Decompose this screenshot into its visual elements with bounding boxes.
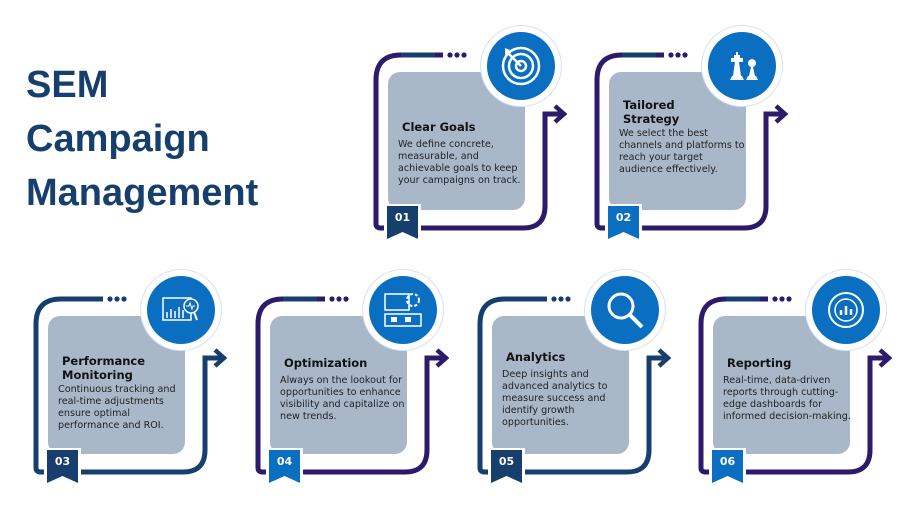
- step-number-badge: 02: [605, 204, 642, 244]
- step-title: Clear Goals: [402, 120, 476, 134]
- title-line: Management: [26, 172, 259, 214]
- dot: [336, 296, 342, 302]
- step-number-badge: 06: [709, 448, 746, 488]
- dot: [461, 52, 467, 58]
- step-number-badge: 01: [384, 204, 421, 244]
- dot: [329, 296, 335, 302]
- dot: [675, 52, 681, 58]
- step-number-badge: 04: [266, 448, 303, 488]
- step-number: 06: [719, 455, 736, 468]
- dot: [551, 296, 557, 302]
- dot: [107, 296, 113, 302]
- step-card-05: Analytics Deep insights and advanced ana…: [477, 269, 677, 496]
- frame-arrow: [594, 52, 789, 231]
- card-body: Reporting Real-time, data-driven reports…: [713, 316, 851, 454]
- step-description: We define concrete, measurable, and achi…: [398, 139, 521, 186]
- icon-circle: [140, 269, 222, 351]
- dot: [343, 296, 349, 302]
- step-description: Real-time, data-driven reports through c…: [723, 375, 851, 422]
- dot: [565, 296, 571, 302]
- dot: [779, 296, 785, 302]
- step-number: 03: [54, 455, 71, 468]
- page-title: SEM Campaign Management: [26, 58, 258, 220]
- dot: [786, 296, 792, 302]
- dot: [121, 296, 127, 302]
- icon-circle: [701, 25, 783, 107]
- dot: [668, 52, 674, 58]
- step-card-01: Clear Goals We define concrete, measurab…: [373, 25, 573, 252]
- step-number: 04: [276, 455, 293, 468]
- step-card-04: Optimization Always on the lookout for o…: [255, 269, 455, 496]
- icon-circle: [362, 269, 444, 351]
- report-chart-icon: [828, 292, 864, 328]
- step-title: Optimization: [284, 356, 368, 370]
- dot: [682, 52, 688, 58]
- gear-dashboard-icon: [384, 293, 422, 327]
- step-number: 01: [394, 211, 411, 224]
- magnifier-icon: [607, 292, 644, 329]
- chess-icon: [730, 52, 758, 80]
- card-body: Analytics Deep insights and advanced ana…: [492, 316, 629, 454]
- step-description: We select the best channels and platform…: [619, 128, 745, 175]
- frame-arrow: [373, 52, 568, 231]
- step-description: Always on the lookout for opportunities …: [280, 375, 405, 422]
- icon-circle: [584, 269, 666, 351]
- step-title: Analytics: [506, 350, 566, 364]
- dot: [772, 296, 778, 302]
- step-number-badge: 05: [488, 448, 525, 488]
- frame-arrow: [33, 296, 228, 475]
- step-card-06: Reporting Real-time, data-driven reports…: [698, 269, 898, 496]
- step-number: 02: [615, 211, 632, 224]
- title-line: SEM: [26, 64, 109, 106]
- step-title: Reporting: [727, 356, 792, 370]
- target-icon: [501, 46, 541, 86]
- step-number-badge: 03: [44, 448, 81, 488]
- frame-arrow: [255, 296, 450, 475]
- frame-arrow: [698, 296, 893, 475]
- icon-circle: [480, 25, 562, 107]
- dot: [114, 296, 120, 302]
- step-description: Continuous tracking and real-time adjust…: [58, 384, 176, 431]
- dot: [454, 52, 460, 58]
- step-description: Deep insights and advanced analytics to …: [502, 369, 608, 428]
- chart-magnifier-icon: [162, 297, 199, 321]
- step-number: 05: [498, 455, 515, 468]
- title-line: Campaign: [26, 118, 210, 160]
- dot: [558, 296, 564, 302]
- frame-arrow: [477, 296, 672, 475]
- icon-circle: [805, 269, 887, 351]
- dot: [447, 52, 453, 58]
